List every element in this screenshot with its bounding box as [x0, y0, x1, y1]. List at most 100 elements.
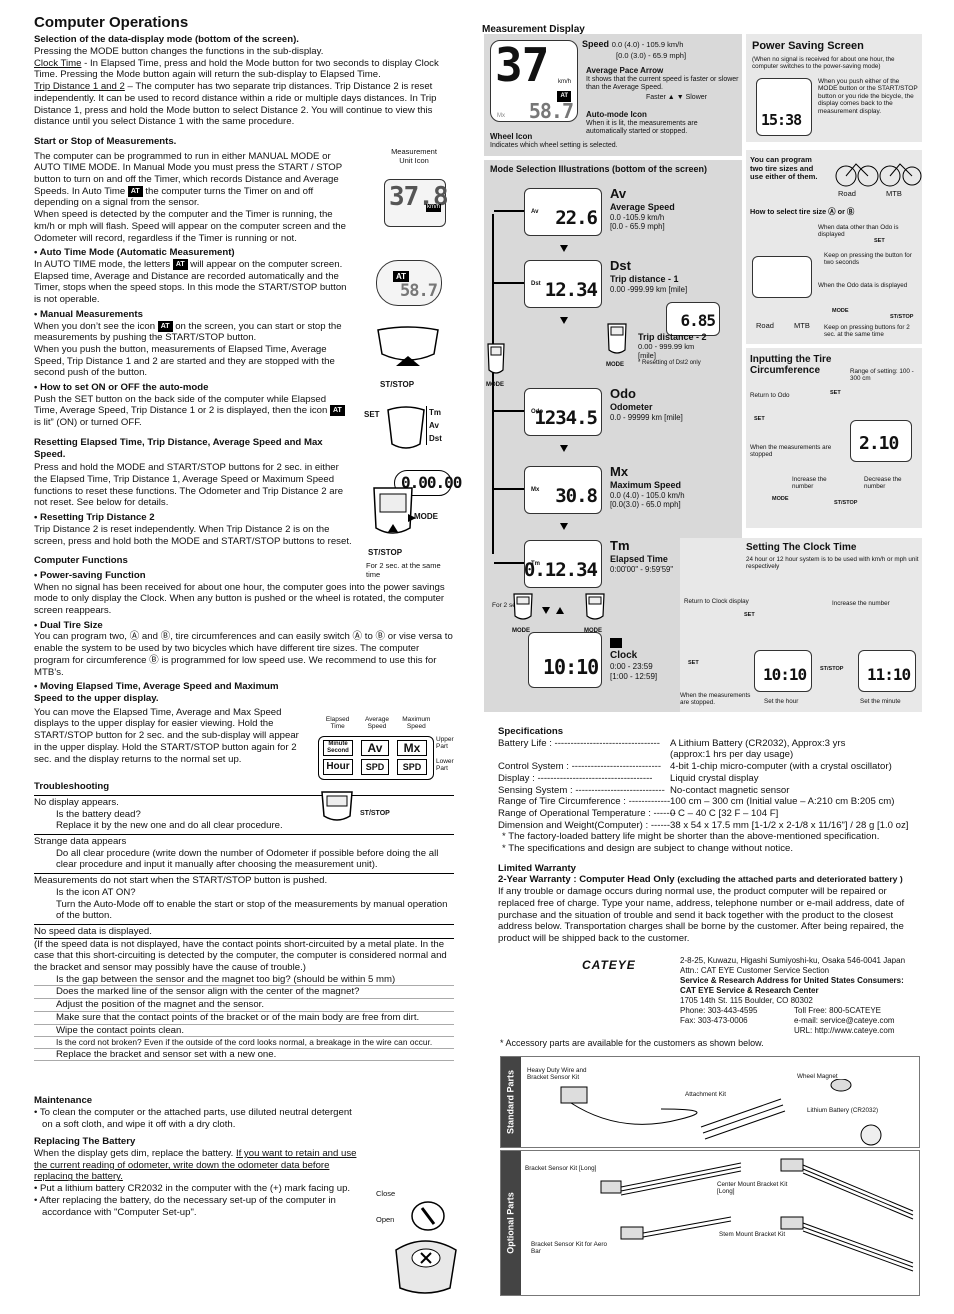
- tire-b-icon: Ⓑ: [375, 631, 386, 643]
- trouble-step: Is the icon AT ON?: [56, 886, 136, 898]
- dst-label: Dst: [429, 434, 442, 443]
- mode-button-left: MODE: [486, 342, 506, 389]
- st-stop-label: ST/STOP: [368, 548, 403, 557]
- mode-range: 0.00 -999.99 km [mile]: [610, 284, 688, 294]
- maintenance-text: • To clean the computer or the attached …: [34, 1106, 352, 1130]
- hour-box: Hour: [323, 759, 353, 775]
- address-3: Service & Research Address for United St…: [680, 976, 904, 985]
- reset-heading: Resetting Elapsed Time, Trip Distance, A…: [34, 436, 323, 460]
- standard-parts-illustration: [560, 1079, 882, 1146]
- troubleshooting-heading: Troubleshooting: [34, 781, 110, 793]
- auto-mode-icon: AT: [127, 185, 143, 197]
- kmh-icon: km/h: [557, 79, 571, 85]
- select-tire-heading: How to select tire size Ⓐ or Ⓑ: [750, 207, 855, 216]
- clock-hour-value: 10:10: [763, 665, 807, 684]
- computer-front-icon: [373, 487, 416, 534]
- faster-label: Faster: [646, 93, 666, 101]
- manual-text-a: When you don’t see the icon: [34, 320, 158, 332]
- spec-value: Liquid crystal display: [670, 772, 759, 784]
- computer-icon-small: [607, 323, 627, 354]
- clock-setting-panel: Setting The Clock Time 24 hour or 12 hou…: [680, 538, 922, 712]
- clock-range: 0:00 - 23:59: [610, 662, 653, 672]
- reset2-text: Trip Distance 2 is reset independently. …: [34, 523, 352, 547]
- warranty-text: If any trouble or damage occurs during n…: [498, 886, 905, 944]
- mode-label: MODE: [606, 361, 624, 368]
- av-label: Av: [429, 421, 439, 430]
- mode-range-alt: [0.0 - 65.9 mph]: [610, 222, 665, 232]
- mx-indicator: Mx: [497, 113, 505, 119]
- dual-tire-heading: • Dual Tire Size: [34, 619, 103, 631]
- auto-mode-figure: AT 58.7: [376, 260, 442, 306]
- apa-heading: Average Pace Arrow: [586, 66, 664, 75]
- toll-free: Toll Free: 800-5CATEYE: [794, 1006, 881, 1015]
- automode-heading: Auto-mode Icon: [586, 110, 647, 119]
- set-label: SET: [744, 612, 755, 618]
- mode-key: Dst: [610, 258, 631, 273]
- mode-key: Mx: [610, 464, 629, 479]
- mode-label: MODE: [772, 496, 789, 502]
- mode-name: Elapsed Time: [610, 553, 668, 564]
- mode-range: 0.0 - 99999 km [mile]: [610, 412, 683, 422]
- power-saving-text: When you push either of the MODE button …: [818, 78, 918, 115]
- arrow-down-icon: [542, 606, 550, 618]
- tire-input-lcd: 2.10: [850, 420, 912, 462]
- standard-parts-label: Standard Parts: [505, 1069, 516, 1135]
- tire-b-icon: Ⓑ: [160, 631, 171, 643]
- optional-parts-illustration: [600, 1158, 914, 1272]
- mode-range: 0.0 (4.0) - 105.0 km/h: [610, 490, 685, 500]
- selection-heading: Selection of the data-display mode (bott…: [34, 34, 299, 46]
- battery-text-a: When the display gets dim, replace the b…: [34, 1148, 236, 1160]
- spec-row: (approx:1 hrs per day usage): [498, 749, 918, 761]
- road-label-2: Road: [756, 321, 774, 330]
- dst2-lcd: 6.85: [666, 302, 720, 336]
- trouble-title: Measurements do not start when the START…: [34, 873, 454, 887]
- dual-text-e: or vise versa to enable the system to be…: [34, 631, 453, 666]
- mode-range: 0.0 -105.9 km/h: [610, 212, 665, 222]
- computer-icon-small: [513, 593, 533, 620]
- onoff-text: Push the SET button on the back side of …: [34, 394, 352, 429]
- spec-key: Range of Tire Circumference : ----------…: [498, 796, 671, 808]
- tire-a-icon: Ⓐ: [352, 631, 363, 643]
- lower-part-label: Lower Part: [436, 758, 454, 773]
- or-label: or: [837, 207, 845, 216]
- tire-a-icon: Ⓐ: [129, 631, 140, 643]
- clock-name: Clock: [610, 650, 638, 661]
- dst2-block: MODE: [606, 322, 628, 369]
- big-lcd: 37 km/h AT 58.7 Mx: [490, 38, 578, 123]
- keep-pressing-2sec: Keep on pressing the button for two seco…: [824, 252, 912, 267]
- meas-stopped: When the measurements are stopped: [750, 444, 832, 459]
- spec-key: Display : ------------------------------…: [498, 772, 653, 784]
- mode-selection-heading: Mode Selection Illustrations (bottom of …: [490, 164, 730, 175]
- arrow-down-icon: [560, 444, 568, 456]
- std-item-1: Heavy Duty Wire and Bracket Sensor Kit: [527, 1067, 587, 1082]
- warranty-heading: Limited Warranty: [498, 862, 577, 874]
- spec-value: 38 x 54 x 17.5 mm [1-1/2 x 2-1/8 x 11/16…: [670, 819, 909, 831]
- troubleshooting-list: No display appears.Is the battery dead?R…: [34, 794, 454, 1062]
- set-label-2: SET: [688, 660, 699, 666]
- average-pace-callout: Average Pace Arrow It shows that the cur…: [586, 66, 740, 102]
- spec-key: Battery Life : -------------------------…: [498, 737, 660, 749]
- for-2sec-caption: For 2 sec. at the same time: [366, 561, 441, 579]
- keep-pressing-same: Keep on pressing buttons for 2 sec. at t…: [824, 324, 910, 339]
- measurement-unit-caption: Measurement Unit Icon: [391, 147, 437, 165]
- tire-lcd: [752, 256, 812, 298]
- spec-row: Battery Life : -------------------------…: [498, 738, 918, 750]
- mode-lcd-value: 22.6: [555, 207, 598, 229]
- select-other-text: When data other than Odo is displayed: [818, 224, 899, 239]
- road-label: Road: [838, 189, 856, 198]
- power-saving-lcd: 15:38: [756, 78, 812, 136]
- optional-parts-box: Optional Parts Bracket Sensor Kit [Long]…: [500, 1150, 920, 1296]
- address-4: CAT EYE Service & Research Center: [680, 986, 819, 995]
- clock-lcd-value: 10:10: [543, 655, 599, 679]
- lcd-screen: 37.8 km/h: [384, 179, 449, 228]
- std-item-2: Attachment Kit: [685, 1091, 726, 1098]
- auto-mode-icon: AT: [393, 271, 410, 282]
- trip-paragraph: Trip Distance 1 and 2 – The computer has…: [34, 81, 454, 128]
- mode-lcd-value: 12.34: [544, 279, 598, 301]
- big-lcd-speed: 37: [495, 38, 549, 92]
- speed-step: Is the gap between the sensor and the ma…: [34, 974, 454, 987]
- trouble-step: Do all clear procedure (write down the n…: [56, 847, 439, 871]
